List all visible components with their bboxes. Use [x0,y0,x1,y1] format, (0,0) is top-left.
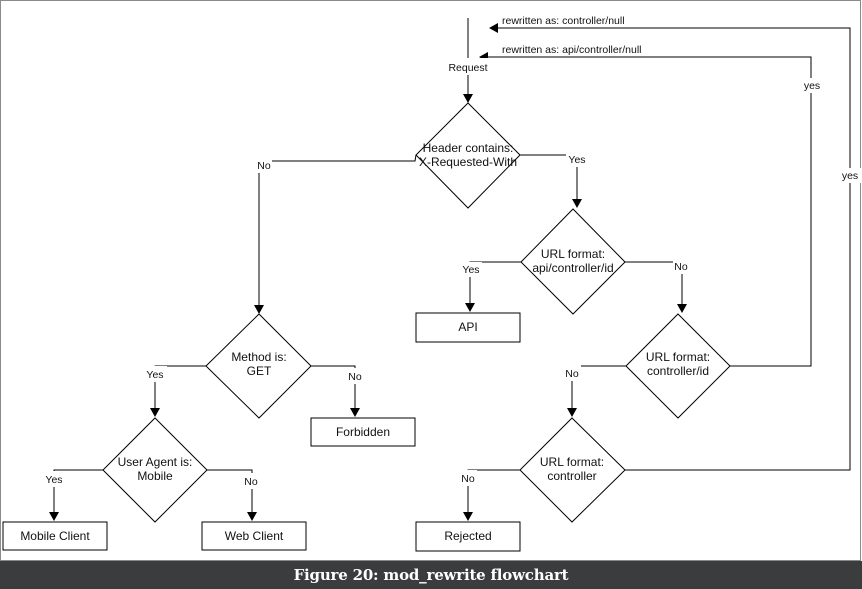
terminal-rejected: Rejected [415,521,521,552]
decision-method-line2: GET [247,364,272,378]
figure-caption: Figure 20: mod_rewrite flowchart [293,566,569,584]
decision-header-line1: Header contains: [423,141,514,155]
terminal-forbidden-label: Forbidden [336,425,390,439]
label-bg [256,157,272,173]
decision-header-contains: Header contains: X-Requested-With [415,102,521,209]
edge-header-no [254,154,417,314]
decision-url-controller-id: URL format: controller/id [625,313,731,419]
decision-url-c-line2: controller [547,469,596,483]
label-bg [243,473,261,489]
edge-url-controller-yes [489,23,851,471]
label-bg [346,368,364,384]
label-method-yes: Yes [146,369,163,381]
decision-ua-line2: Mobile [137,469,173,483]
label-url-api-yes: Yes [462,264,479,276]
decision-url-controller: URL format: controller [519,417,626,523]
label-rewrite-controller-null: rewritten as: controller/null [502,15,625,27]
flowchart: rewritten as: controller/null rewritten … [0,0,861,561]
label-header-yes: Yes [568,154,585,166]
terminal-forbidden: Forbidden [310,417,416,447]
edge-ua-no [207,469,257,521]
edge-url-controller-id-yes [479,52,812,367]
decision-url-c-line1: URL format: [540,455,604,469]
label-bg [42,471,66,487]
decision-url-api-line2: api/controller/id [532,261,613,275]
decision-ua-line1: User Agent is: [118,455,193,469]
request-node-bg [446,58,490,75]
label-bg [839,168,861,183]
label-url-controller-id-no: No [565,368,579,380]
label-bg [563,365,581,381]
request-node: Request [448,62,487,74]
edge-method-no [311,365,360,417]
label-url-controller-id-yes: yes [804,80,820,92]
terminal-api-label: API [458,320,477,334]
label-method-no: No [348,371,362,383]
label-ua-no: No [244,476,258,488]
caption-bar: Figure 20: mod_rewrite flowchart [0,561,862,589]
terminal-web-client-label: Web Client [225,529,284,543]
decision-method-line1: Method is: [231,350,286,364]
edge-ua-yes [49,469,103,521]
label-bg [460,262,482,277]
terminal-mobile-client-label: Mobile Client [20,529,90,543]
label-ua-yes: Yes [45,474,62,486]
diagram-border [0,0,861,561]
terminal-mobile-client: Mobile Client [2,521,108,551]
terminal-rejected-label: Rejected [444,529,491,543]
label-bg [566,151,588,167]
decision-url-api-line1: URL format: [541,247,605,261]
label-rewrite-api-controller-null: rewritten as: api/controller/null [502,44,641,56]
decision-url-api-controller-id: URL format: api/controller/id [520,208,626,315]
label-url-controller-yes: yes [842,170,858,182]
label-bg [673,258,690,274]
terminal-web-client: Web Client [201,521,307,551]
terminal-api: API [415,312,521,343]
label-bg [459,470,477,486]
label-header-no: No [257,160,271,172]
label-bg [143,366,167,382]
decision-url-cid-line2: controller/id [647,364,709,378]
label-bg [801,78,823,93]
decision-user-agent: User Agent is: Mobile [102,417,208,523]
label-url-api-no: No [674,261,688,273]
label-url-controller-no: No [461,473,475,485]
decision-url-cid-line1: URL format: [646,350,710,364]
decision-method-get: Method is: GET [205,313,312,419]
decision-header-line2: X-Requested-With [419,155,517,169]
